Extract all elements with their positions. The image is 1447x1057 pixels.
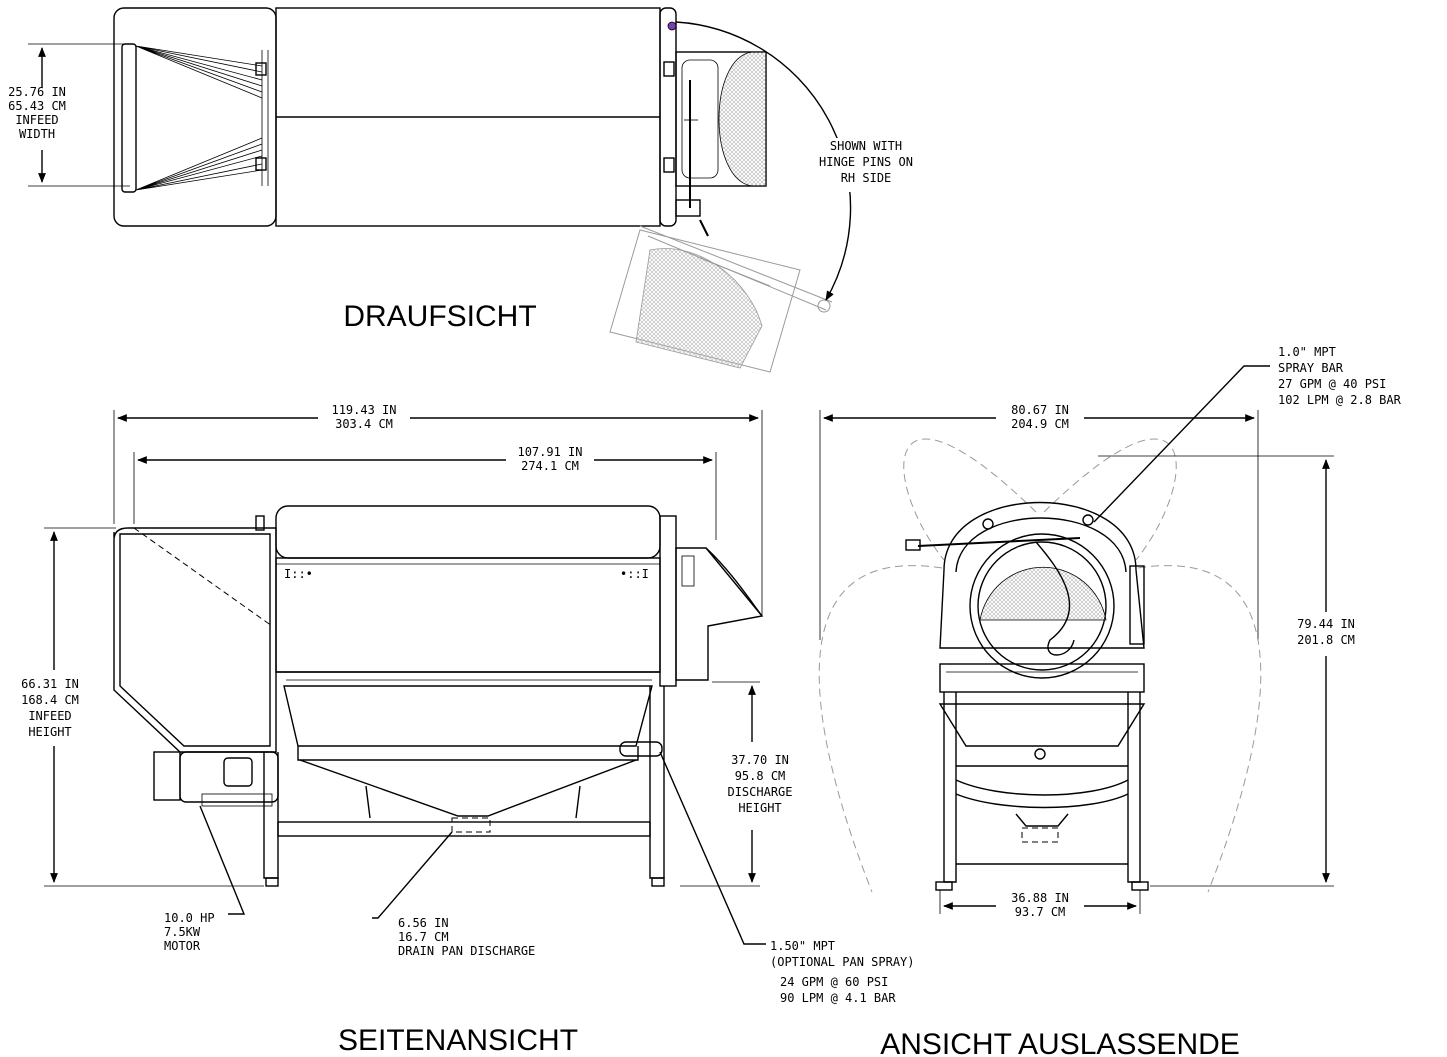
base-width-in: 36.88 IN bbox=[1011, 891, 1069, 905]
overall-height-cm: 201.8 CM bbox=[1297, 633, 1355, 647]
side-view: 119.43 IN 303.4 CM 107.91 IN 274.1 CM I:… bbox=[21, 403, 914, 1057]
end-view: 80.67 IN 204.9 CM bbox=[818, 345, 1402, 1057]
base-width-cm: 93.7 CM bbox=[1015, 905, 1066, 919]
infeed-height-line3: INFEED bbox=[28, 709, 71, 723]
motor-line2: 7.5KW bbox=[164, 925, 201, 939]
infeed-width-line2: 65.43 CM bbox=[8, 99, 66, 113]
infeed-width-line4: WIDTH bbox=[19, 127, 55, 141]
svg-text:I::•: I::• bbox=[284, 567, 313, 581]
discharge-height-line2: 95.8 CM bbox=[735, 769, 786, 783]
infeed-width-line1: 25.76 IN bbox=[8, 85, 66, 99]
discharge-height-line3: DISCHARGE bbox=[727, 785, 792, 799]
infeed-height-line4: HEIGHT bbox=[28, 725, 71, 739]
pan-spray-line2: (OPTIONAL PAN SPRAY) bbox=[770, 955, 915, 969]
overall-length-cm: 303.4 CM bbox=[335, 417, 393, 431]
infeed-height-line2: 168.4 CM bbox=[21, 693, 79, 707]
svg-text:•::I: •::I bbox=[620, 567, 649, 581]
discharge-height-line4: HEIGHT bbox=[738, 801, 781, 815]
hinge-note: SHOWN WITH HINGE PINS ON RH SIDE bbox=[808, 138, 924, 192]
spray-bar-line3: 27 GPM @ 40 PSI bbox=[1278, 377, 1386, 391]
chute-swing-ghost bbox=[609, 225, 833, 373]
drum-length-in: 107.91 IN bbox=[517, 445, 582, 459]
hinge-note-line2: HINGE PINS ON bbox=[819, 155, 913, 169]
side-view-title: SEITENANSICHT bbox=[338, 1024, 578, 1057]
pan-spray-line1: 1.50" MPT bbox=[770, 939, 835, 953]
overall-length-in: 119.43 IN bbox=[331, 403, 396, 417]
top-view-title: DRAUFSICHT bbox=[343, 300, 536, 333]
drain-line1: 6.56 IN bbox=[398, 916, 449, 930]
discharge-height-line1: 37.70 IN bbox=[731, 753, 789, 767]
hinge-note-line1: SHOWN WITH bbox=[830, 139, 902, 153]
drum-length-cm: 274.1 CM bbox=[521, 459, 579, 473]
end-view-title: ANSICHT AUSLASSENDE bbox=[880, 1028, 1240, 1057]
overall-width-cm: 204.9 CM bbox=[1011, 417, 1069, 431]
spray-bar-line1: 1.0" MPT bbox=[1278, 345, 1336, 359]
pan-spray-line4: 90 LPM @ 4.1 BAR bbox=[780, 991, 896, 1005]
spray-bar-line4: 102 LPM @ 2.8 BAR bbox=[1278, 393, 1402, 407]
hinge-note-line3: RH SIDE bbox=[841, 171, 892, 185]
motor-line3: MOTOR bbox=[164, 939, 201, 953]
infeed-width-line3: INFEED bbox=[15, 113, 58, 127]
top-view: 25.76 IN 65.43 CM INFEED WIDTH SHOWN WIT… bbox=[8, 7, 924, 373]
overall-width-in: 80.67 IN bbox=[1011, 403, 1069, 417]
drain-line3: DRAIN PAN DISCHARGE bbox=[398, 944, 535, 958]
drain-line2: 16.7 CM bbox=[398, 930, 449, 944]
motor-line1: 10.0 HP bbox=[164, 911, 215, 925]
infeed-height-line1: 66.31 IN bbox=[21, 677, 79, 691]
pan-spray-line3: 24 GPM @ 60 PSI bbox=[780, 975, 888, 989]
spray-bar-line2: SPRAY BAR bbox=[1278, 361, 1344, 375]
overall-height-in: 79.44 IN bbox=[1297, 617, 1355, 631]
